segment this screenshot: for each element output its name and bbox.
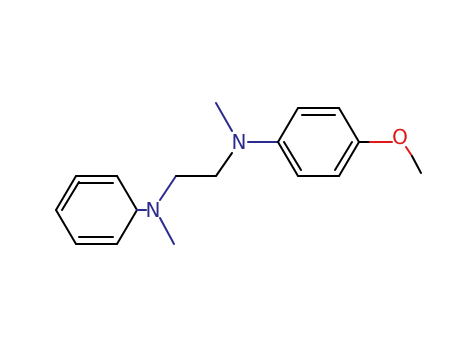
atom-n-right: N: [232, 130, 247, 154]
amine-n-right: N: [215, 102, 279, 154]
methoxy-group: O: [358, 125, 422, 174]
methoxyphenyl-ring: [277, 107, 360, 177]
atom-n-left: N: [146, 198, 161, 222]
atom-oxygen: O: [392, 125, 408, 149]
amine-n-left: N: [136, 175, 177, 245]
ethylene-bridge: [175, 152, 233, 177]
phenyl-ring: [55, 175, 138, 245]
